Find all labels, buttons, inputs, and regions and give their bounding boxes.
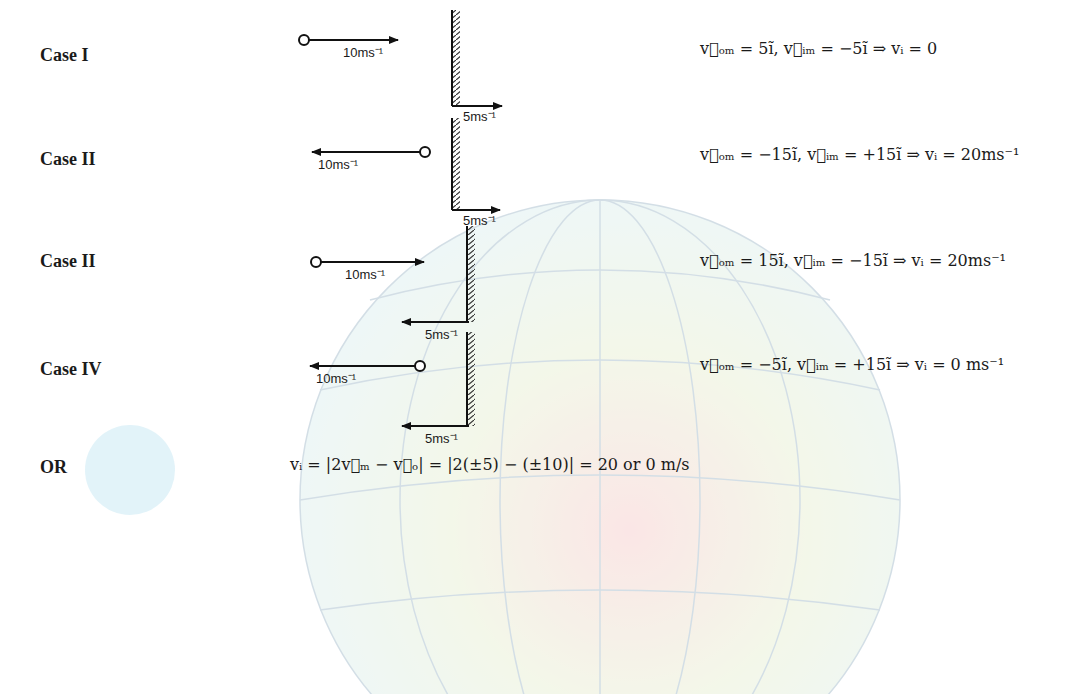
- case-label: Case II: [40, 150, 96, 170]
- case-label: OR: [40, 458, 67, 478]
- equation: v⃗ₒₘ = −5ĩ, v⃗ᵢₘ = +15ĩ ⇒ vᵢ = 0 ms⁻¹: [700, 356, 1004, 374]
- case-two-figure: [312, 118, 500, 210]
- case-three-figure: [311, 226, 475, 322]
- case-label: Case II: [40, 252, 96, 272]
- case-label: Case I: [40, 46, 89, 66]
- equation: v⃗ₒₘ = 15ĩ, v⃗ᵢₘ = −15ĩ ⇒ vᵢ = 20ms⁻¹: [700, 252, 1006, 270]
- speed-label: 5ms⁻¹: [463, 214, 496, 228]
- watermark-globe: [85, 200, 900, 694]
- speed-label: 5ms⁻¹: [425, 432, 458, 446]
- equation: v⃗ₒₘ = −15ĩ, v⃗ᵢₘ = +15ĩ ⇒ vᵢ = 20ms⁻¹: [700, 146, 1019, 164]
- equation: v⃗ₒₘ = 5ĩ, v⃗ᵢₘ = −5ĩ ⇒ vᵢ = 0: [700, 40, 937, 58]
- case-four-figure: [310, 332, 475, 426]
- speed-label: 10ms⁻¹: [318, 158, 358, 172]
- speed-label: 5ms⁻¹: [463, 110, 496, 124]
- case-one-figure: [299, 10, 502, 106]
- speed-label: 10ms⁻¹: [345, 268, 385, 282]
- speed-label: 10ms⁻¹: [343, 46, 383, 60]
- case-label: Case IV: [40, 360, 102, 380]
- speed-label: 10ms⁻¹: [316, 372, 356, 386]
- equation: vᵢ = |2v⃗ₘ − v⃗ₒ| = |2(±5) − (±10)| = 20…: [290, 456, 690, 474]
- speed-label: 5ms⁻¹: [425, 328, 458, 342]
